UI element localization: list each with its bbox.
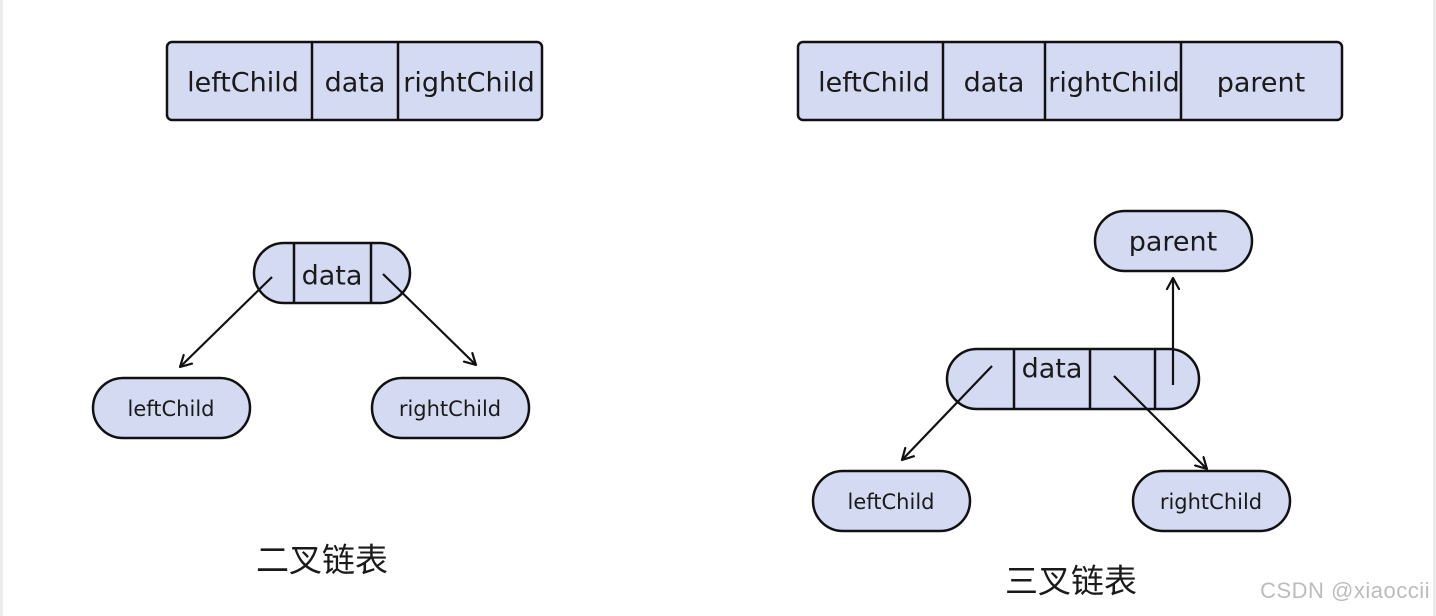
ternary-right-child-capsule — [1131, 469, 1292, 533]
ternary-struct-outline — [796, 40, 1344, 122]
ternary-node: data — [945, 347, 1201, 411]
ternary-right-child-node: rightChild — [1131, 469, 1292, 533]
ternary-struct-field-leftchild: leftChild — [818, 68, 930, 99]
binary-left-child-label: leftChild — [128, 397, 215, 421]
ternary-caption: 三叉链表 — [1005, 562, 1137, 601]
ternary-right-arrow — [1113, 375, 1207, 469]
binary-struct-field-data: data — [325, 68, 386, 99]
binary-node: data — [252, 241, 412, 305]
right-edge-strip — [1433, 0, 1436, 616]
ternary-right-child-label: rightChild — [1160, 490, 1262, 514]
ternary-node-capsule — [945, 347, 1201, 411]
ternary-struct-field-rightchild: rightChild — [1048, 68, 1180, 99]
watermark: CSDN @xiaoccii — [1260, 578, 1430, 603]
ternary-struct-field-parent: parent — [1217, 68, 1306, 99]
binary-right-child-label: rightChild — [399, 397, 501, 421]
ternary-left-child-capsule — [811, 469, 972, 533]
ternary-parent-capsule — [1093, 209, 1254, 273]
binary-left-child-capsule — [91, 376, 252, 440]
ternary-left-child-node: leftChild — [811, 469, 972, 533]
binary-node-label: data — [302, 261, 363, 292]
left-edge-strip — [0, 0, 3, 616]
ternary-parent-label: parent — [1129, 227, 1218, 258]
binary-left-child-node: leftChild — [91, 376, 252, 440]
binary-right-child-node: rightChild — [370, 376, 531, 440]
binary-struct-bar: leftChild data rightChild — [165, 40, 544, 122]
binary-right-child-capsule — [370, 376, 531, 440]
binary-left-arrow — [180, 276, 273, 367]
ternary-parent-node: parent — [1093, 209, 1254, 273]
binary-struct-field-rightchild: rightChild — [403, 68, 535, 99]
ternary-struct-field-data: data — [964, 68, 1025, 99]
ternary-left-arrow — [902, 365, 993, 460]
ternary-node-label: data — [1022, 354, 1083, 385]
ternary-left-child-label: leftChild — [848, 490, 935, 514]
binary-caption: 二叉链表 — [256, 541, 388, 580]
binary-struct-field-leftchild: leftChild — [187, 68, 299, 99]
binary-struct-outline — [165, 40, 544, 122]
binary-right-arrow — [382, 273, 476, 365]
ternary-struct-bar: leftChild data rightChild parent — [796, 40, 1344, 122]
